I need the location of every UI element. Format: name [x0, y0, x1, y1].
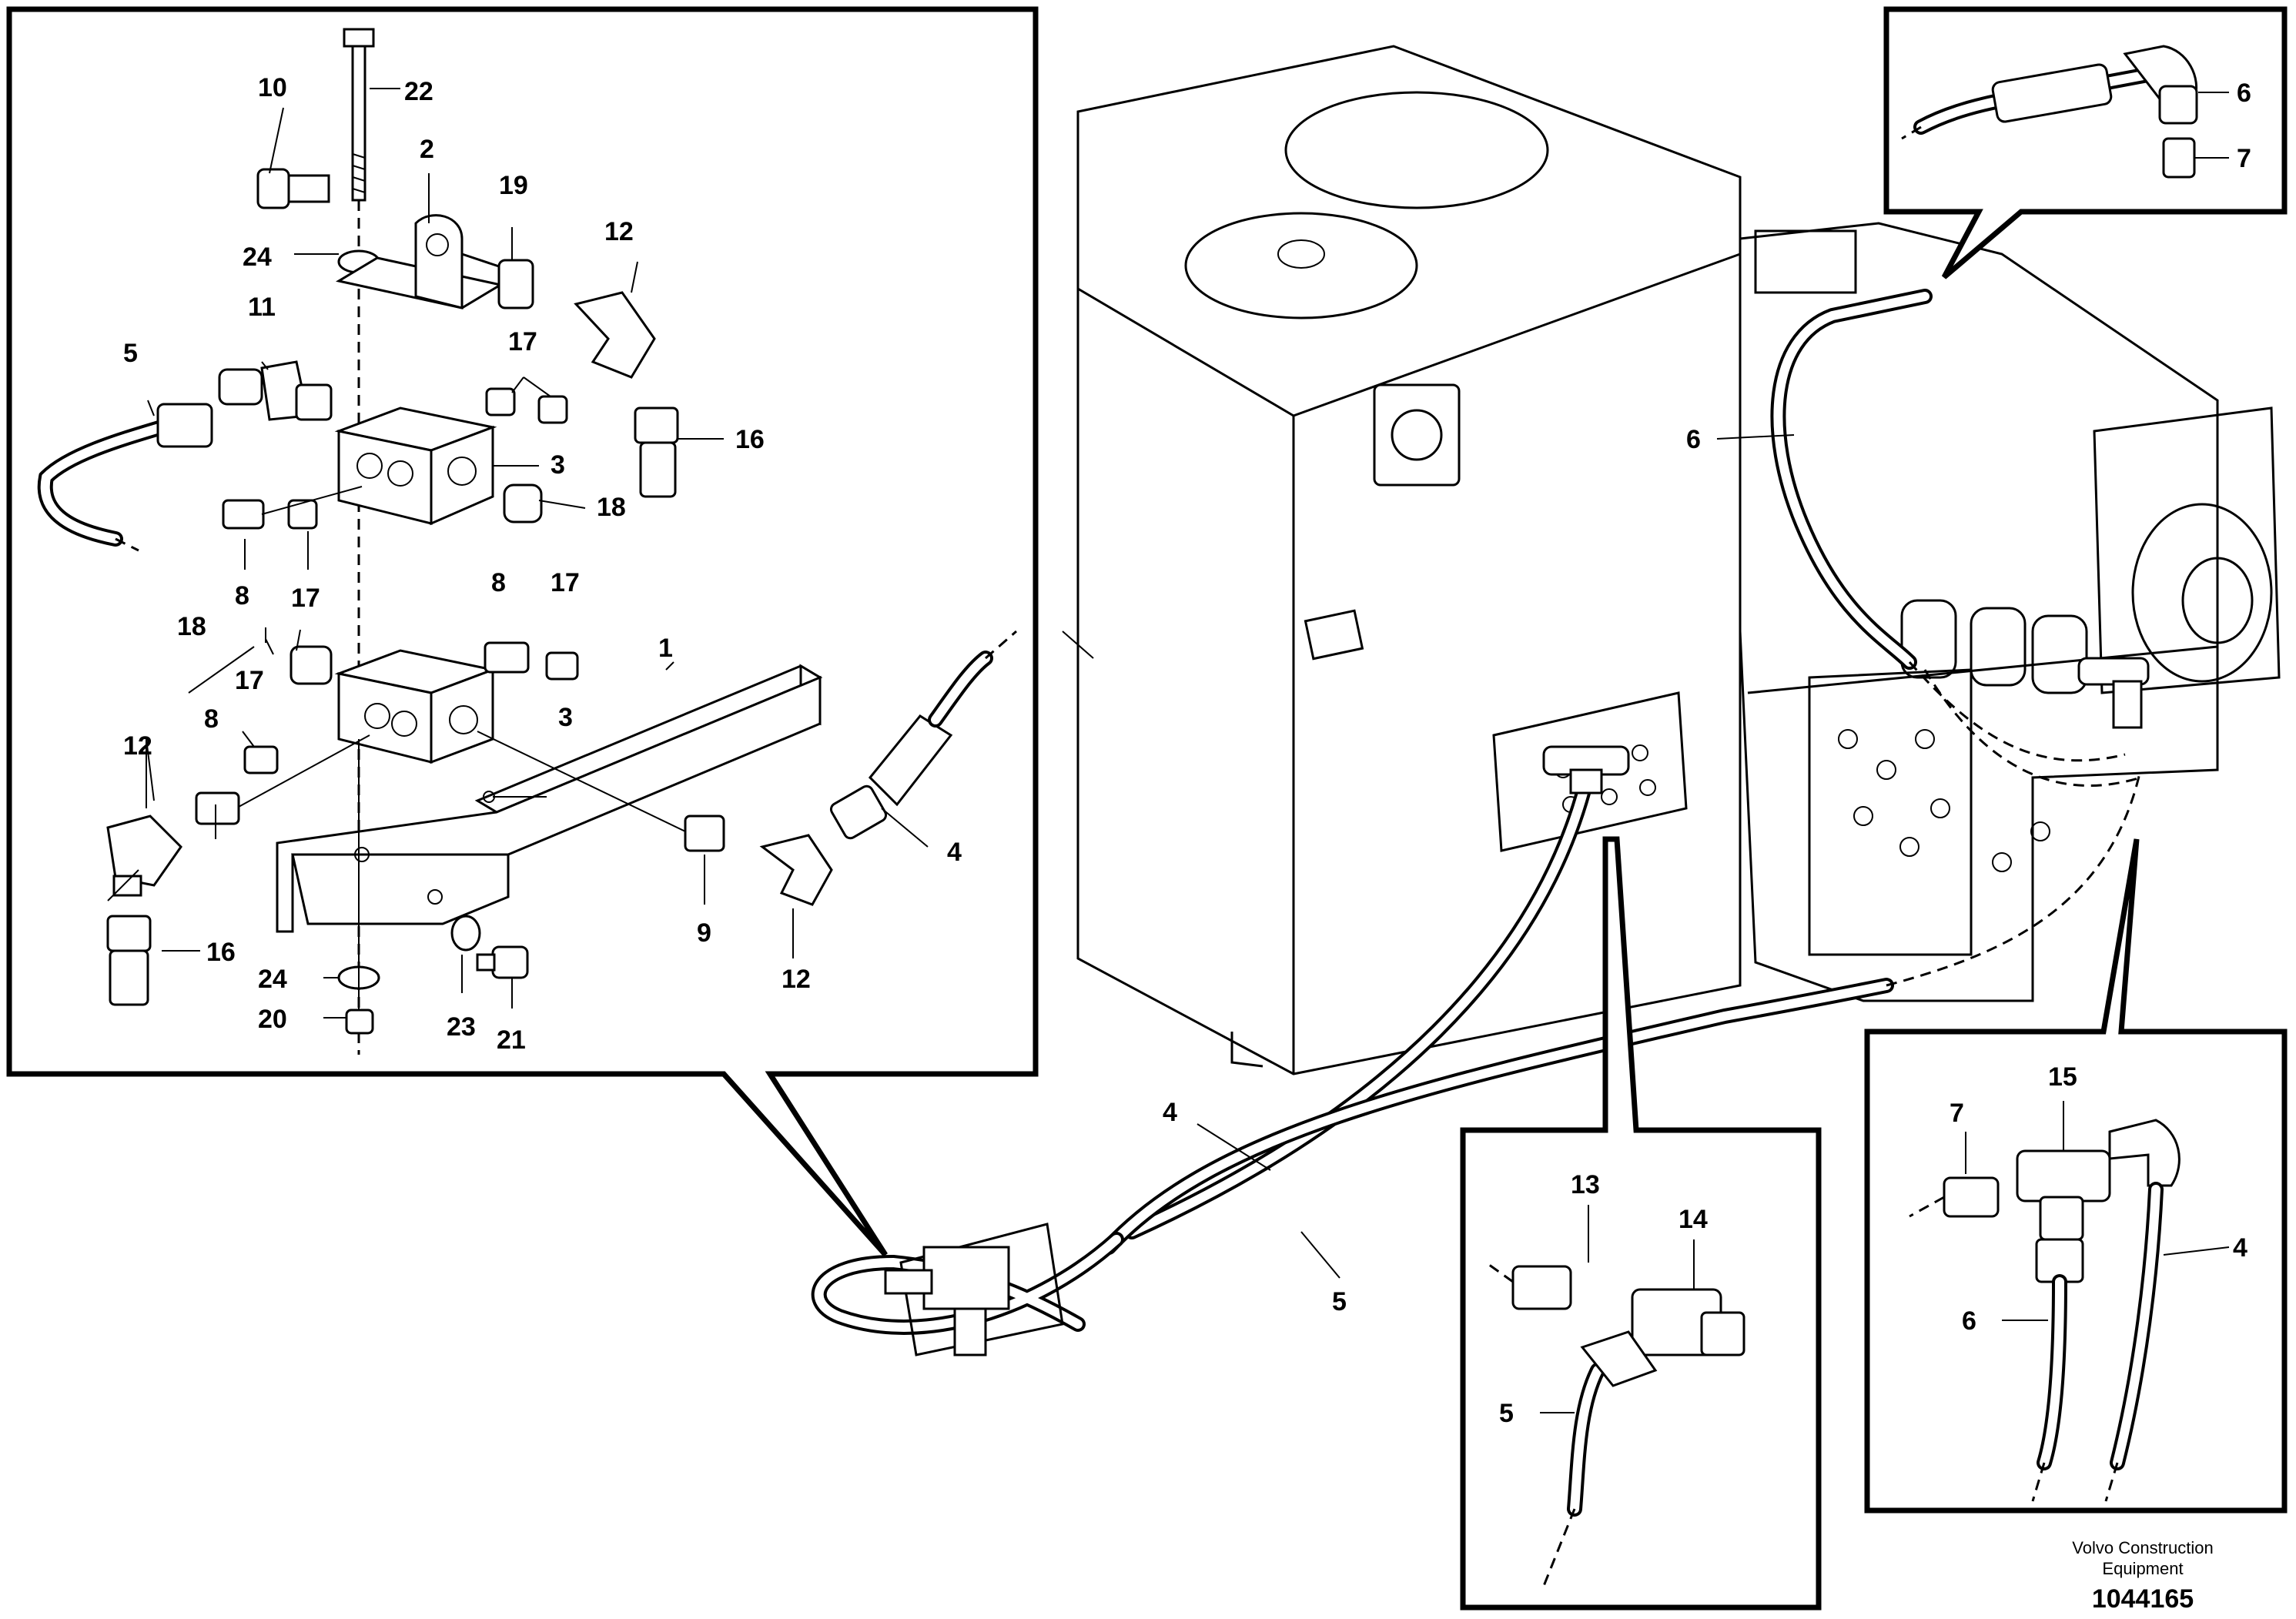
connection-block-on-frame: [884, 1223, 1064, 1356]
fitting-16-lower: [106, 915, 152, 1006]
tee-14-branch: [1700, 1311, 1745, 1356]
bracket-2: [335, 214, 509, 309]
callout-15: 15: [2048, 1062, 2077, 1092]
callout-19: 19: [499, 171, 528, 200]
callout-right-6: 6: [1962, 1306, 1976, 1336]
hydraulic-tank: [1076, 45, 1742, 1075]
fitting-9: [684, 815, 725, 852]
tee-fitting-on-tank: [1542, 745, 1630, 794]
hose-6-machine: [1770, 289, 2141, 787]
plug-17-left: [243, 745, 279, 774]
callout-12-top: 12: [604, 217, 634, 246]
callout-3-lower: 3: [558, 703, 573, 732]
callout-11: 11: [248, 293, 276, 322]
elbow-5-middle: [1580, 1330, 1658, 1387]
top-right-inset: [1883, 6, 2288, 279]
callout-4-inset: 4: [947, 838, 962, 867]
callout-18-mid: 18: [177, 612, 206, 641]
nut-19: [497, 259, 534, 309]
callout-17-left: 17: [235, 666, 264, 695]
fitting-17-upper-a: [485, 387, 516, 416]
callout-right-4: 4: [2233, 1233, 2247, 1263]
callout-top-right-6: 6: [2237, 79, 2251, 108]
callout-12-lower: 12: [782, 965, 811, 994]
main-pump-and-valve: [1739, 222, 2281, 1002]
main-inset: [6, 6, 1094, 1257]
plug-10: [256, 168, 330, 209]
fitting-8-lower: [195, 791, 240, 825]
plug-17-right: [545, 651, 579, 681]
hose-5-inset: [37, 403, 213, 552]
right-inset: [1864, 838, 2288, 1514]
fitting-17-upper-b: [537, 395, 568, 424]
callout-8-mid: 8: [491, 568, 506, 597]
nut-6-top: [2158, 85, 2198, 125]
callout-middle-5: 5: [1499, 1399, 1514, 1428]
callout-9: 9: [697, 918, 711, 948]
tee-15: [2016, 1149, 2111, 1203]
callout-17-top: 17: [508, 327, 537, 356]
callout-machine-6: 6: [1686, 425, 1701, 454]
brand-name-line1: Volvo Construction: [2072, 1538, 2213, 1557]
elbow-12-lower-right: [759, 834, 833, 906]
callout-18-top: 18: [597, 493, 626, 522]
callout-machine-4: 4: [1163, 1098, 1177, 1127]
callout-17-mid: 17: [291, 584, 320, 613]
tee-15-branch: [2039, 1196, 2084, 1241]
callout-24-top: 24: [243, 243, 272, 272]
bolt-22: [343, 28, 375, 202]
plug-18-lower: [290, 645, 333, 685]
callout-3-top: 3: [551, 450, 565, 480]
callout-right-7: 7: [1950, 1099, 1964, 1128]
callout-machine-5: 5: [1332, 1287, 1347, 1316]
callout-24-lower: 24: [258, 965, 287, 994]
tee-fitting-on-pump: [2077, 657, 2150, 729]
callout-22: 22: [404, 77, 433, 106]
callout-16-top: 16: [735, 425, 765, 454]
fitting-7-top: [2162, 137, 2196, 179]
nut-20: [345, 1009, 374, 1035]
callout-8-top: 8: [235, 581, 249, 610]
fitting-8-upper: [222, 499, 265, 530]
callout-8-left: 8: [204, 704, 219, 734]
washer-23: [450, 915, 481, 952]
hose-6-top-ferrule: [1991, 63, 2113, 123]
callout-16-lower: 16: [206, 938, 236, 967]
callout-13: 13: [1571, 1170, 1600, 1199]
document-number: 1044165: [2092, 1584, 2194, 1614]
brand-name-line2: Equipment: [2102, 1559, 2183, 1578]
fitting-8-right: [484, 641, 530, 674]
fitting-13: [1511, 1265, 1572, 1310]
block-3-lower: [334, 649, 497, 764]
callout-17-mid-right: 17: [551, 568, 580, 597]
hose-4-inset: [829, 630, 1017, 840]
plug-17-upper: [287, 499, 318, 530]
callout-5: 5: [123, 339, 138, 368]
plug-18-upper: [503, 483, 543, 523]
bolt-21: [476, 945, 529, 979]
callout-12-left: 12: [123, 731, 152, 761]
bracket-1: [276, 664, 823, 933]
elbow-4-right: [2108, 1119, 2181, 1187]
elbow-11: [218, 360, 333, 421]
fitting-7-right: [1943, 1176, 2000, 1218]
callout-1: 1: [658, 634, 673, 663]
callout-10: 10: [258, 73, 287, 102]
callout-23: 23: [447, 1012, 476, 1042]
block-3-upper: [334, 406, 497, 526]
callout-top-right-7: 7: [2237, 144, 2251, 173]
middle-inset: [1460, 836, 1822, 1611]
callout-20: 20: [258, 1005, 287, 1034]
callout-14: 14: [1678, 1205, 1708, 1234]
callout-21: 21: [497, 1025, 526, 1055]
callout-2: 2: [420, 135, 434, 164]
elbow-12-top: [574, 291, 679, 498]
elbow-12-lower-left: [106, 815, 182, 897]
